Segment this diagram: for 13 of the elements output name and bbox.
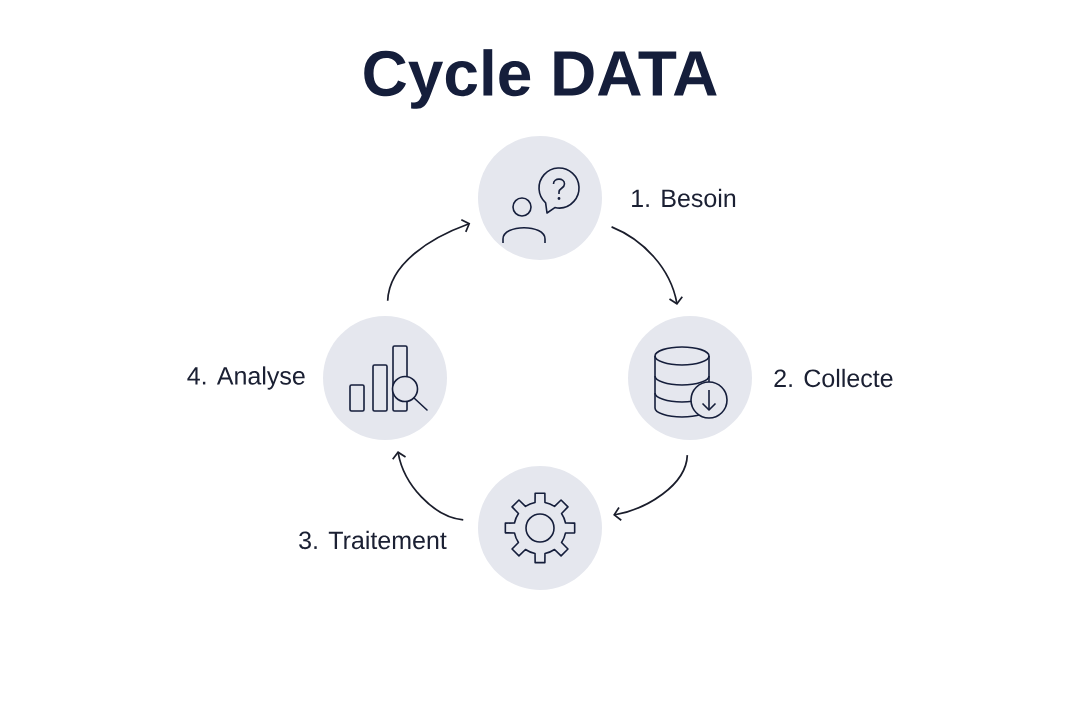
step-circle <box>628 316 752 440</box>
arrow <box>610 226 684 305</box>
title: Cycle DATA <box>364 49 717 109</box>
step-label: 4. Analyse <box>187 366 305 390</box>
arrow <box>391 451 465 521</box>
arrow <box>386 218 471 302</box>
step-label: 3. Traitement <box>299 530 447 550</box>
arrow <box>613 454 689 522</box>
step-label: 1. Besoin <box>632 188 736 208</box>
step-circle <box>478 466 602 590</box>
step-circle <box>478 136 602 260</box>
step-circle <box>323 316 447 440</box>
step-label: 2. Collecte <box>774 368 893 388</box>
